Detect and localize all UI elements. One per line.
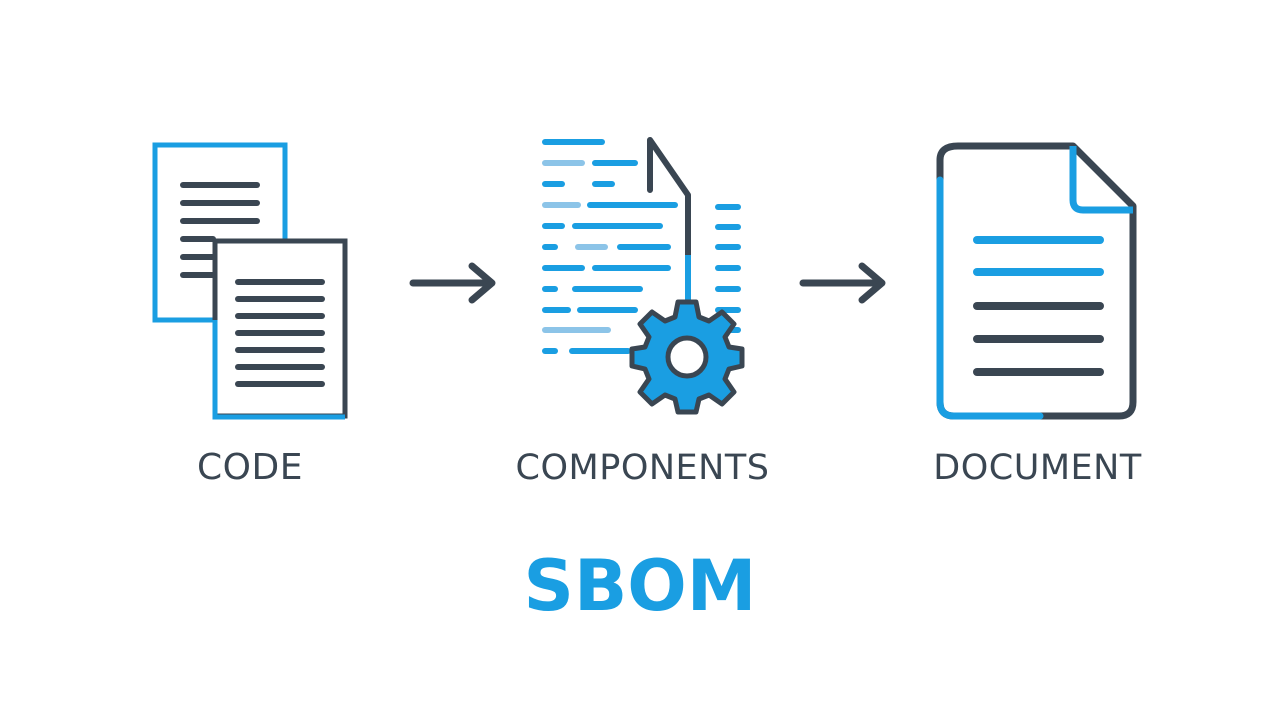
components-gear-icon [542, 137, 745, 415]
stage-label-document: DOCUMENT [933, 448, 1142, 488]
document-icon [936, 142, 1137, 420]
arrow-right-icon [799, 262, 886, 304]
stage-label-code: CODE [197, 447, 303, 488]
arrow-right-icon [409, 262, 496, 304]
stage-label-components: COMPONENTS [515, 448, 770, 488]
code-files-icon [152, 142, 348, 420]
page-title: SBOM [523, 545, 757, 627]
document-lines [973, 236, 1104, 376]
code-lines [542, 139, 678, 354]
front-file-icon [212, 238, 348, 419]
front-file-lines [235, 279, 325, 387]
gear-icon [629, 299, 745, 415]
back-file-lines [180, 182, 260, 278]
